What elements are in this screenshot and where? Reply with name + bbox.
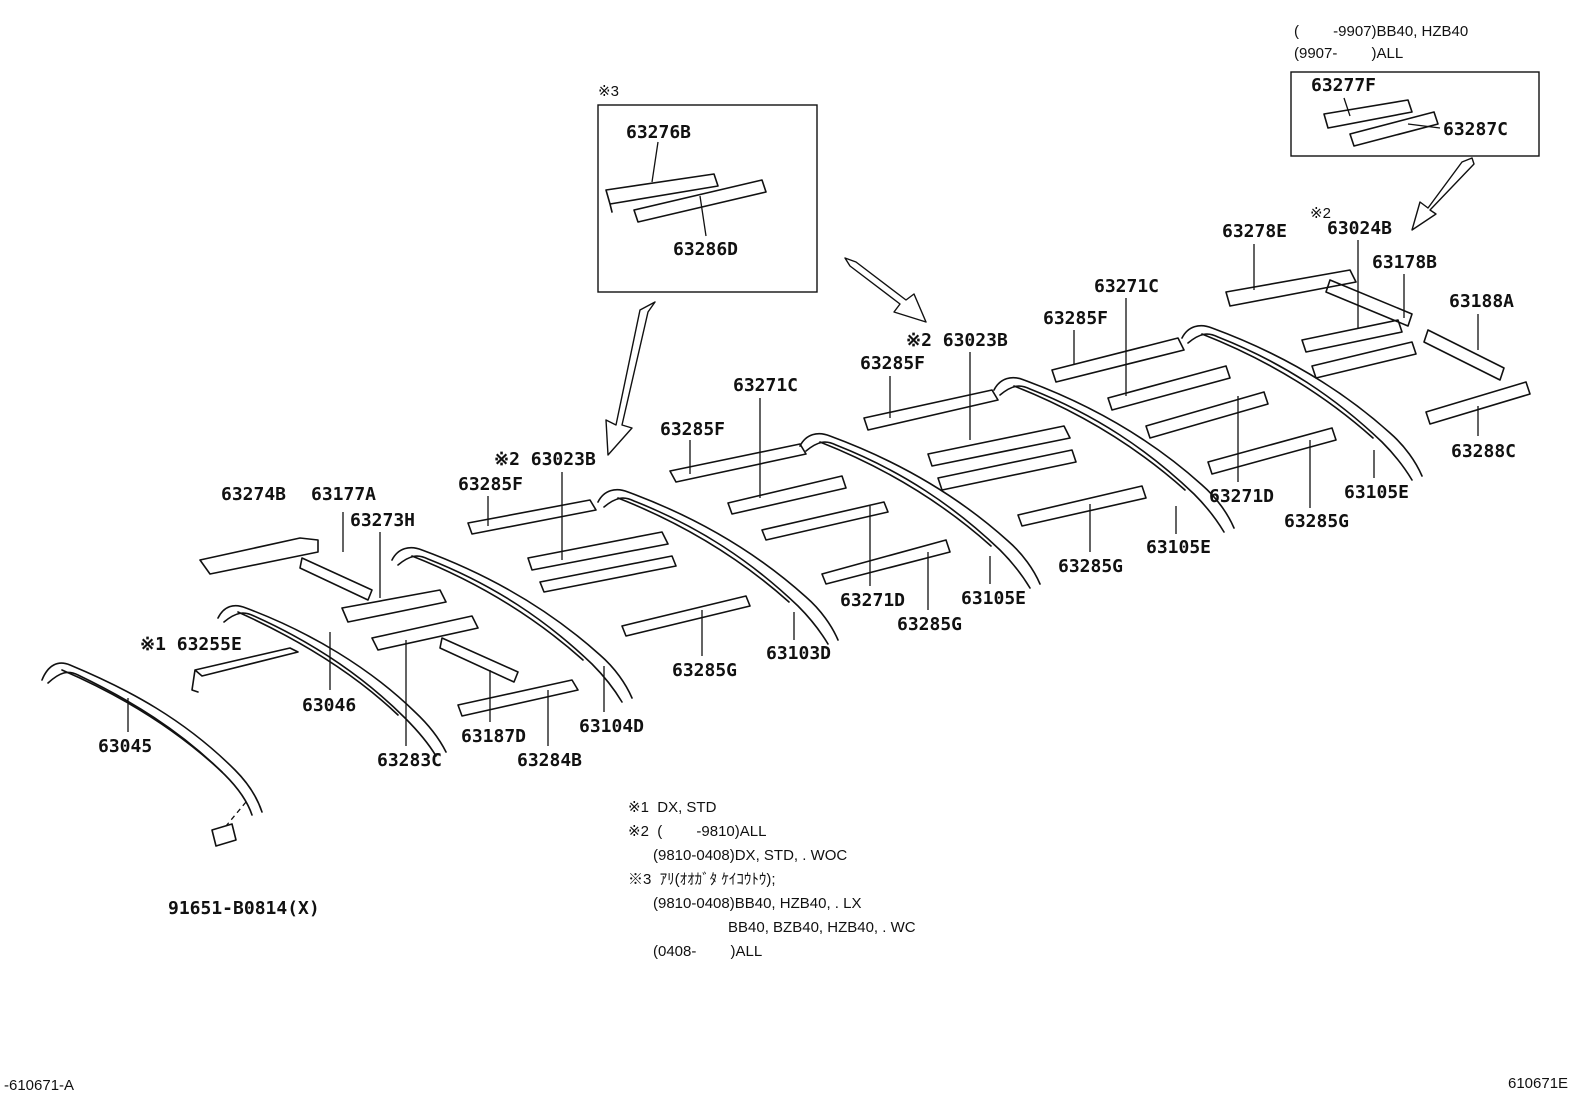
pointer-arrow-box3 <box>605 301 656 456</box>
part-label-p63045[interactable]: 63045 <box>98 736 152 757</box>
part-label-p63285F_1[interactable]: 63285F <box>458 474 523 495</box>
part-label-p63287C[interactable]: 63287C <box>1443 119 1508 140</box>
part-label-p63274B[interactable]: 63274B <box>221 484 286 505</box>
part-label-p63255E[interactable]: ※1 63255E <box>140 634 242 655</box>
legend-line: BB40, BZB40, HZB40, . WC <box>628 919 916 936</box>
inset-box-3 <box>597 104 818 293</box>
legend-line: (9810-0408)BB40, HZB40, . LX <box>628 895 861 912</box>
part-label-p63103D[interactable]: 63103D <box>766 643 831 664</box>
part-label-p63024B[interactable]: 63024B <box>1327 218 1392 239</box>
part-label-p63285F_2[interactable]: 63285F <box>660 419 725 440</box>
roof-bow-63104D <box>391 546 633 703</box>
footer-left-code: -610671-A <box>4 1077 74 1094</box>
part-label-p63285G_3[interactable]: 63285G <box>1058 556 1123 577</box>
leader-lines <box>127 97 1479 746</box>
top-note-line2: (9907- )ALL <box>1294 45 1403 62</box>
part-label-p63273H[interactable]: 63273H <box>350 510 415 531</box>
part-label-p63285F_3[interactable]: 63285F <box>860 353 925 374</box>
part-label-p63105E_3[interactable]: 63105E <box>1344 482 1409 503</box>
part-label-p63105E_1[interactable]: 63105E <box>961 588 1026 609</box>
part-label-p63285G_4[interactable]: 63285G <box>1284 511 1349 532</box>
part-label-p63271C_1[interactable]: 63271C <box>733 375 798 396</box>
part-label-p63285G_1[interactable]: 63285G <box>672 660 737 681</box>
roof-bow-63103D <box>597 488 839 645</box>
part-label-p63105E_2[interactable]: 63105E <box>1146 537 1211 558</box>
part-label-p63271D_1[interactable]: 63271D <box>840 590 905 611</box>
part-label-p63285G_2[interactable]: 63285G <box>897 614 962 635</box>
footer-right-code: 610671E <box>1508 1075 1568 1092</box>
inset-mark-3: ※3 <box>598 83 619 100</box>
part-label-p63288C[interactable]: 63288C <box>1451 441 1516 462</box>
part-label-p91651[interactable]: 91651-B0814(X) <box>168 898 320 919</box>
part-label-p63188A[interactable]: 63188A <box>1449 291 1514 312</box>
small-brackets <box>191 99 1531 847</box>
legend-line: ※2 ( -9810)ALL <box>628 823 766 840</box>
pointer-arrow-center <box>844 257 927 323</box>
inset-mark-2: ※2 <box>1310 205 1331 222</box>
roof-bow-63105E-1 <box>799 432 1041 589</box>
part-label-p63023B_1[interactable]: ※2 63023B <box>494 449 596 470</box>
part-label-p63286D[interactable]: 63286D <box>673 239 738 260</box>
inset-box-2 <box>1290 71 1540 157</box>
part-label-p63177A[interactable]: 63177A <box>311 484 376 505</box>
roof-bow-63045 <box>41 662 263 816</box>
part-label-p63285F_4[interactable]: 63285F <box>1043 308 1108 329</box>
legend-line: ※1 DX, STD <box>628 799 717 816</box>
legend-line: (9810-0408)DX, STD, . WOC <box>628 847 847 864</box>
roof-bow-63105E-3 <box>1181 324 1423 481</box>
part-label-p63178B[interactable]: 63178B <box>1372 252 1437 273</box>
pointer-arrow-box2 <box>1411 157 1475 231</box>
part-label-p63023B_2[interactable]: ※2 63023B <box>906 330 1008 351</box>
footnote-legend: ※1 DX, STD ※2 ( -9810)ALL (9810-0408)DX, … <box>628 799 916 960</box>
part-label-p63277F[interactable]: 63277F <box>1311 75 1376 96</box>
roof-bow-63046 <box>217 604 447 757</box>
part-label-p63276B[interactable]: 63276B <box>626 122 691 143</box>
legend-line: (0408- )ALL <box>628 943 762 960</box>
part-label-p63187D[interactable]: 63187D <box>461 726 526 747</box>
roof-bow-63105E-2 <box>993 376 1235 533</box>
part-labels: 63045 91651-B0814(X) ※1 63255E 63046 63274B 6… <box>98 75 1516 919</box>
top-note-line1: ( -9907)BB40, HZB40 <box>1294 23 1468 40</box>
part-label-p63104D[interactable]: 63104D <box>579 716 644 737</box>
legend-line: ※3 ｱﾘ(ｵｵｶﾞﾀ ｹｲｺｳﾄｳ); <box>628 871 776 888</box>
part-label-p63278E[interactable]: 63278E <box>1222 221 1287 242</box>
part-label-p63046[interactable]: 63046 <box>302 695 356 716</box>
part-label-p63283C[interactable]: 63283C <box>377 750 442 771</box>
part-label-p63284B[interactable]: 63284B <box>517 750 582 771</box>
part-label-p63271C_2[interactable]: 63271C <box>1094 276 1159 297</box>
part-label-p63271D_2[interactable]: 63271D <box>1209 486 1274 507</box>
